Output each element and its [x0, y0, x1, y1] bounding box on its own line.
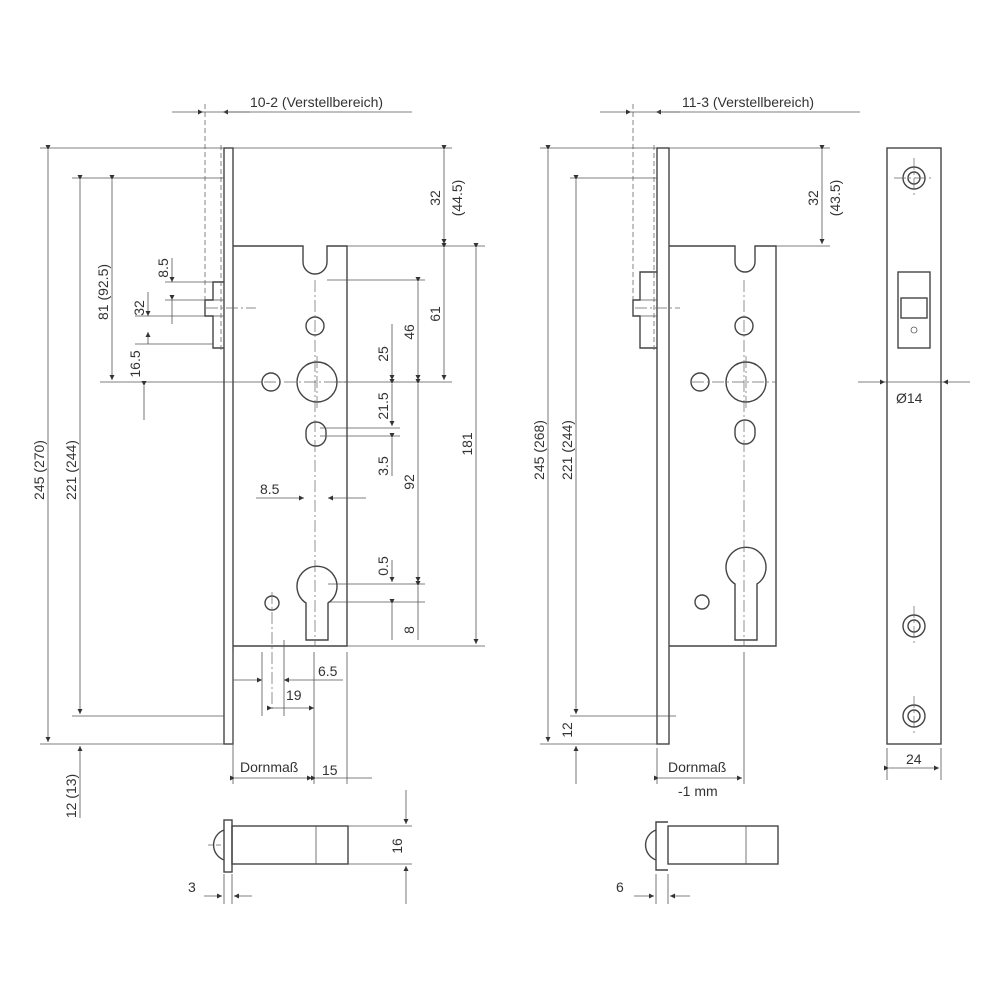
left-dim-top-44-5: (44.5): [449, 180, 465, 217]
left-forend-plate: [223, 147, 234, 745]
right-dim-top-43-5: (43.5): [827, 180, 843, 217]
left-dim-total-height: 245 (270): [31, 440, 47, 500]
left-dim-32-latch: 32: [131, 300, 147, 316]
left-slot-hole: [305, 421, 327, 447]
right-latch-bolt: [632, 271, 657, 349]
left-dim-top-32: 32: [427, 190, 443, 206]
faceplate-dim-diameter: Ø14: [896, 390, 923, 406]
left-dim-46: 46: [401, 324, 417, 340]
left-dim-19: 19: [286, 687, 302, 703]
left-latch-section-head: [212, 829, 225, 861]
left-dim-strike-upper: 81 (92.5): [95, 264, 111, 320]
right-adjust-range-label: 11-3 (Verstellbereich): [682, 94, 814, 110]
left-dim-16-5: 16.5: [127, 350, 143, 377]
left-dim-61: 61: [427, 306, 443, 322]
left-dim-12-13: 12 (13): [63, 774, 79, 818]
left-cylinder-profile: [296, 565, 338, 641]
left-dim-16: 16: [389, 838, 405, 854]
right-lock-case: [669, 245, 777, 647]
right-dim-total-height: 245 (268): [531, 420, 547, 480]
left-dim-hole-span: 221 (244): [63, 440, 79, 500]
left-dim-8-5-mid: 8.5: [260, 481, 280, 497]
left-dim-25: 25: [375, 346, 391, 362]
right-latch-section-body: [667, 825, 779, 865]
faceplate-latch-opening: [897, 271, 931, 349]
left-latch-section-body: [231, 825, 349, 865]
left-latch-section-forend: [223, 819, 233, 873]
left-dim-6-5: 6.5: [318, 663, 338, 679]
right-backset-label: Dornmaß: [668, 759, 726, 775]
left-dim-92: 92: [401, 474, 417, 490]
left-adjust-range-label: 10-2 (Verstellbereich): [250, 94, 383, 110]
right-backset-note: -1 mm: [678, 783, 718, 799]
faceplate-outline: [886, 147, 942, 745]
right-latch-section-head: [644, 829, 657, 861]
right-dim-hole-span: 221 (244): [559, 420, 575, 480]
right-lower-hole: [694, 594, 710, 610]
right-dim-6: 6: [616, 879, 624, 895]
faceplate-dim-width: 24: [906, 751, 922, 767]
right-mortise-lock-view: 11-3 (Verstellbereich) 32 (43.5) 245 (26…: [531, 94, 860, 904]
faceplate-front-view: Ø14 24: [858, 147, 970, 780]
left-latch-bolt: [204, 281, 224, 349]
left-dim-181: 181: [459, 432, 475, 456]
left-dim-8: 8: [401, 626, 417, 634]
right-cylinder-profile: [725, 546, 767, 641]
right-latch-section-forend: [655, 821, 668, 871]
left-backset-label: Dornmaß: [240, 759, 298, 775]
left-dim-3: 3: [188, 879, 196, 895]
right-dim-top-32: 32: [805, 190, 821, 206]
left-dim-3-5: 3.5: [375, 456, 391, 476]
left-dim-8-5-top: 8.5: [155, 258, 171, 278]
left-dim-15: 15: [322, 762, 338, 778]
left-mortise-lock-view: 10-2 (Verstellbereich) 245 (270) 221 (24…: [31, 94, 485, 904]
left-lock-case: [233, 245, 348, 647]
right-slot-hole: [734, 419, 756, 445]
right-dim-12: 12: [559, 722, 575, 738]
right-forend-plate: [656, 147, 670, 745]
left-dim-21-5: 21.5: [375, 392, 391, 419]
left-dim-0-5: 0.5: [375, 556, 391, 576]
